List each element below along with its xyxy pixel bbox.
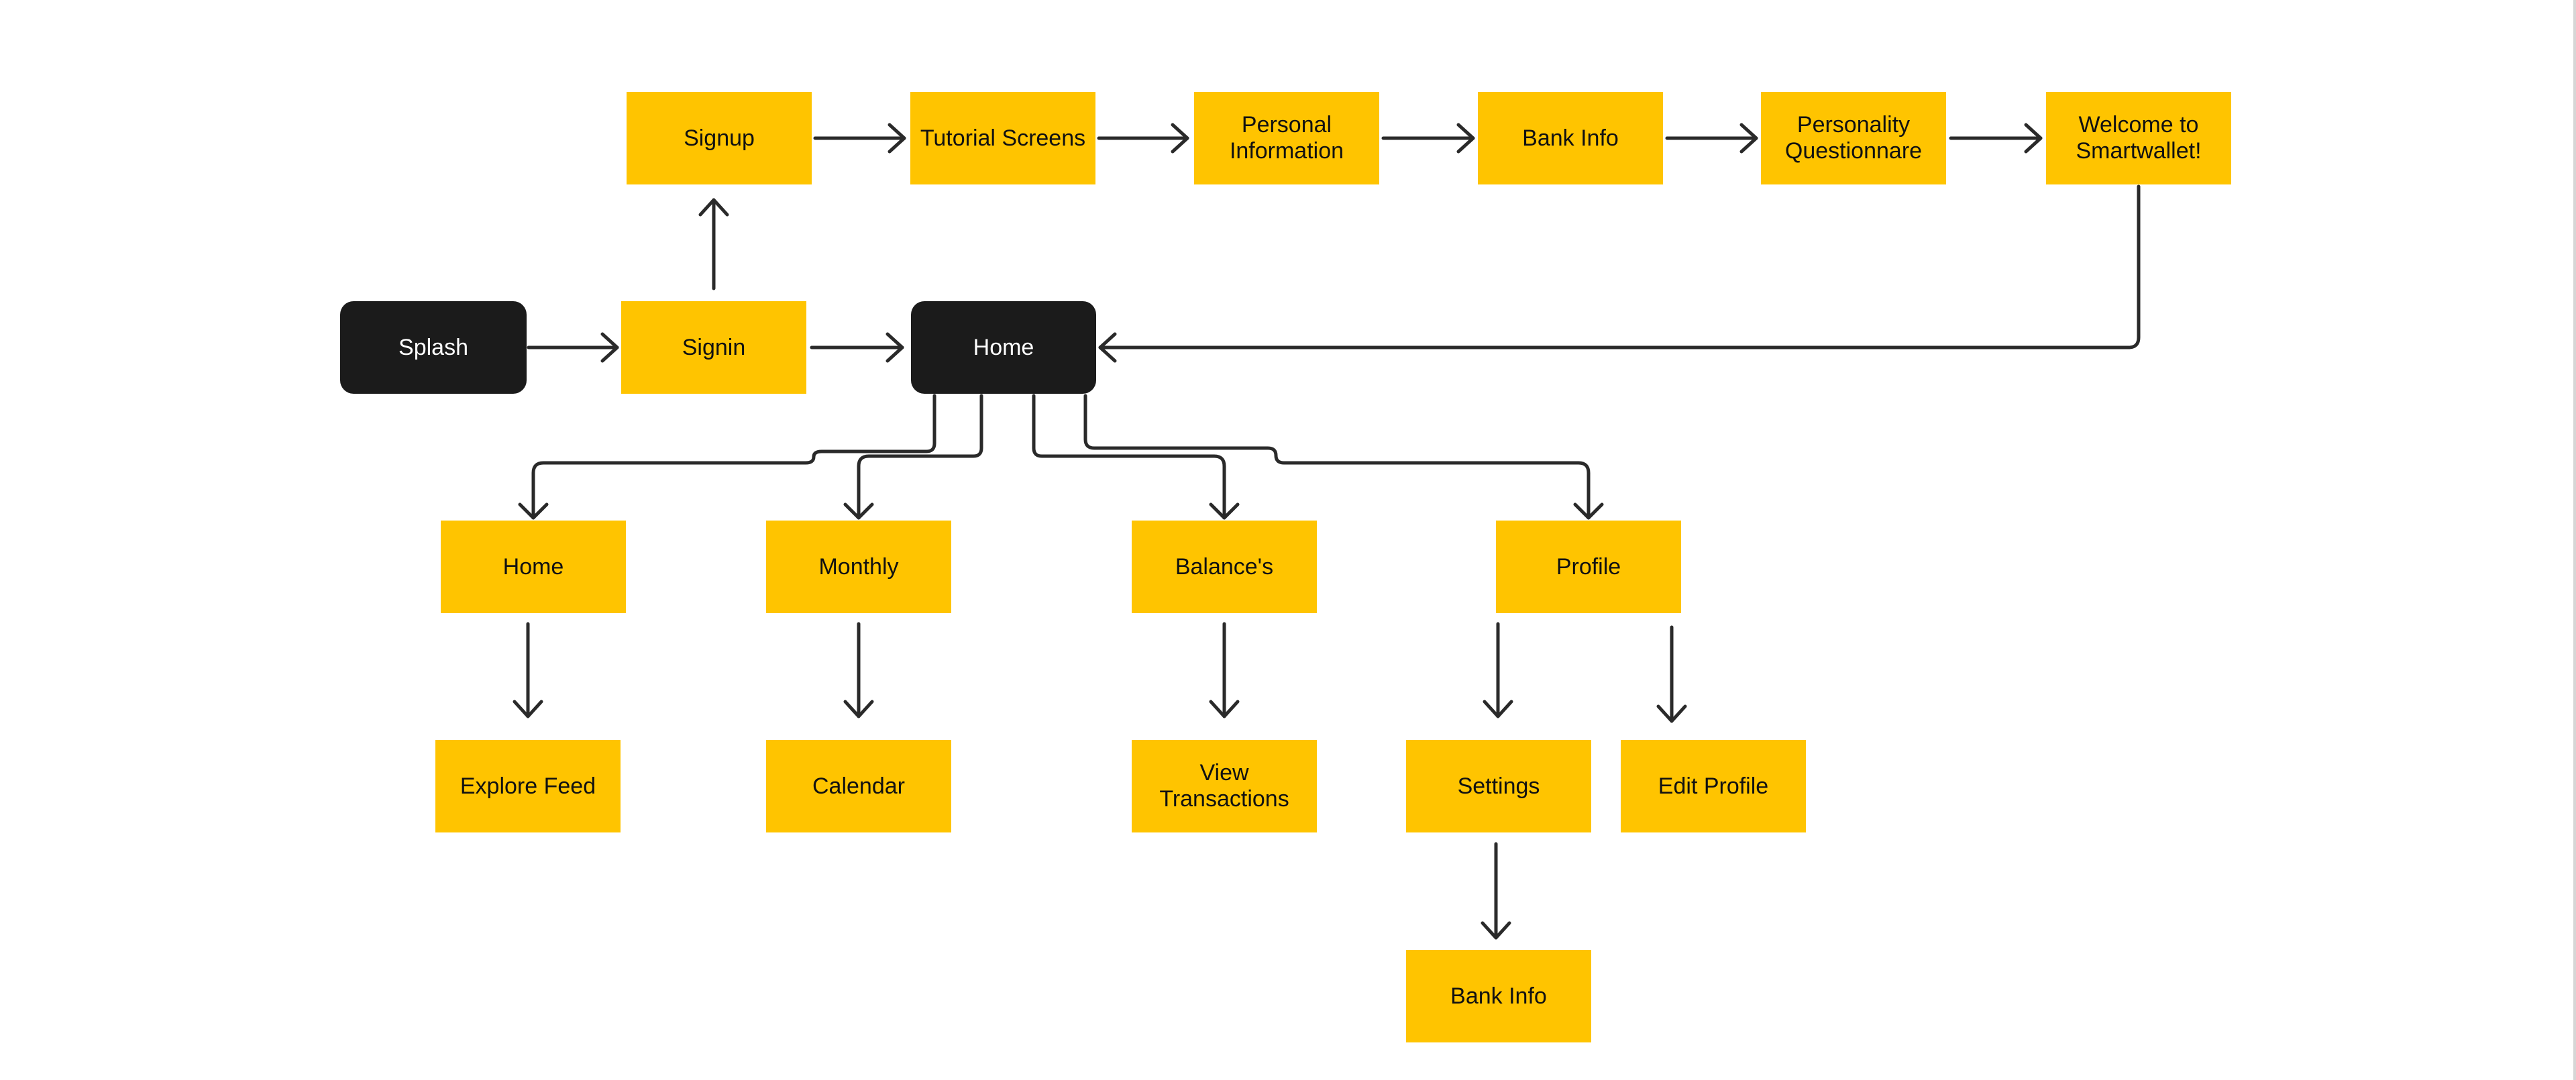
node-bank-info-settings: Bank Info [1406,950,1591,1042]
arrow-profile-to-settings [1483,622,1513,718]
arrow-bankinfo-to-personality [1665,123,1758,154]
node-label: Tutorial Screens [920,125,1086,151]
arrow-balances-to-view-transactions [1209,622,1240,718]
node-label: Personal Information [1229,112,1344,164]
node-profile: Profile [1496,521,1681,613]
node-explore-feed: Explore Feed [435,740,621,832]
arrow-personal-to-bankinfo [1381,123,1475,154]
node-view-transactions: View Transactions [1132,740,1317,832]
arrow-settings-to-bank-info [1481,842,1511,940]
node-tutorial-screens: Tutorial Screens [910,92,1095,184]
arrow-welcome-to-home [1098,184,2141,363]
node-label: Monthly [818,553,899,580]
arrow-home-to-monthly [843,394,983,520]
node-label: Signup [684,125,755,151]
node-home-tab: Home [441,521,626,613]
node-calendar: Calendar [766,740,951,832]
node-label: Balance's [1175,553,1274,580]
node-label: Bank Info [1450,983,1547,1009]
arrow-monthly-to-calendar [843,622,874,718]
node-settings: Settings [1406,740,1591,832]
node-edit-profile: Edit Profile [1621,740,1806,832]
arrow-signin-to-home [810,332,904,363]
node-monthly: Monthly [766,521,951,613]
node-label: Calendar [812,773,905,799]
node-label: Home [502,553,564,580]
arrow-splash-to-signin [527,332,619,363]
arrow-home-tab-to-explore-feed [513,622,543,718]
node-label: Welcome to Smartwallet! [2076,112,2202,164]
arrow-home-to-profile [1083,394,1604,520]
node-welcome: Welcome to Smartwallet! [2046,92,2231,184]
node-label: Home [973,334,1034,360]
node-label: Edit Profile [1658,773,1769,799]
arrow-personality-to-welcome [1949,123,2043,154]
node-signup: Signup [627,92,812,184]
arrow-profile-to-edit-profile [1656,625,1687,723]
node-label: Profile [1556,553,1621,580]
node-label: Bank Info [1522,125,1619,151]
node-label: Settings [1457,773,1540,799]
arrow-home-to-home-tab [518,394,936,520]
node-splash: Splash [340,301,527,394]
node-label: Personality Questionnare [1784,112,1923,164]
node-home-hub: Home [911,301,1096,394]
node-label: Explore Feed [460,773,596,799]
canvas-right-edge [2573,0,2576,1080]
arrow-home-to-balances [1032,394,1240,520]
node-label: Signin [682,334,746,360]
node-personality-questionnare: Personality Questionnare [1761,92,1946,184]
node-balances: Balance's [1132,521,1317,613]
node-personal-information: Personal Information [1194,92,1379,184]
arrow-tutorial-to-personal [1097,123,1189,154]
node-bank-info: Bank Info [1478,92,1663,184]
node-label: View Transactions [1159,760,1289,812]
node-signin: Signin [621,301,806,394]
arrow-signin-to-signup [698,198,729,290]
node-label: Splash [398,334,468,360]
arrow-signup-to-tutorial [813,123,906,154]
